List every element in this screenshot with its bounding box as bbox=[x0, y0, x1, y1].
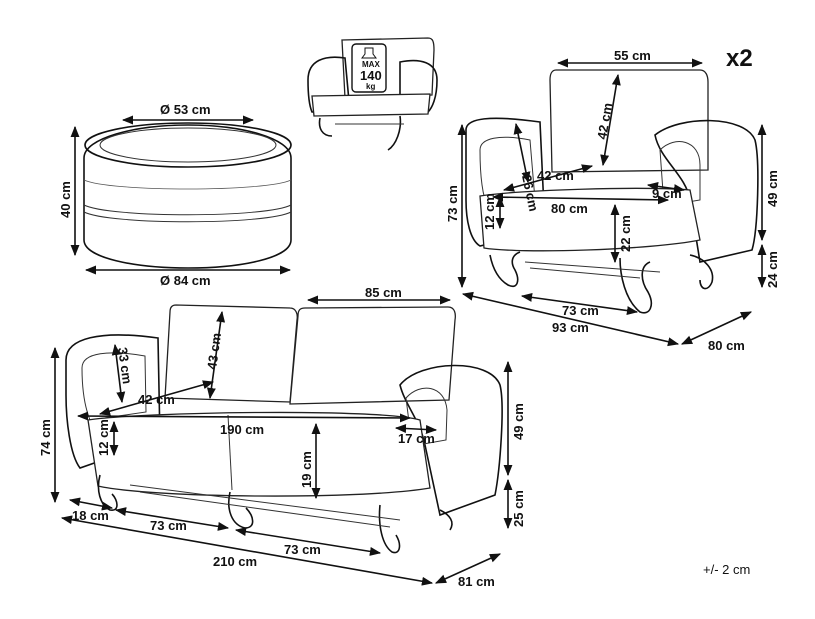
sofa-seat-width-line bbox=[76, 411, 412, 423]
armchair-total-width-line bbox=[461, 291, 680, 347]
sofa-arm-width-line bbox=[394, 424, 438, 434]
sofa-total-width-label: 210 cm bbox=[213, 554, 257, 569]
max-load-line2: 140 bbox=[360, 68, 382, 83]
armchair-arm-height-line bbox=[513, 122, 531, 184]
sofa-back-height-label: 43 cm bbox=[204, 332, 224, 371]
weight-icon bbox=[351, 43, 387, 93]
sofa-depth-line bbox=[434, 553, 502, 584]
armchair-seat-width-label: 80 cm bbox=[551, 201, 588, 216]
ottoman-height-label: 40 cm bbox=[58, 181, 73, 218]
armchair-seat-depth-line bbox=[502, 164, 594, 192]
armchair-total-height-label: 73 cm bbox=[445, 185, 460, 222]
sofa-inner-width-left-label: 73 cm bbox=[150, 518, 187, 533]
armchair-total-width-label: 93 cm bbox=[552, 320, 589, 335]
armchair-depth-label: 80 cm bbox=[708, 338, 745, 353]
sofa-inner-width-right-label: 73 cm bbox=[284, 542, 321, 557]
max-load-line1: MAX bbox=[362, 60, 380, 69]
armchair-cushion-label: 12 cm bbox=[482, 193, 497, 230]
sofa-depth-label: 81 cm bbox=[458, 574, 495, 589]
max-load-line3: kg bbox=[366, 82, 375, 91]
sofa-drawing bbox=[65, 304, 503, 554]
sofa-cushion-label: 12 cm bbox=[96, 419, 111, 456]
sofa-back-width-label: 85 cm bbox=[365, 285, 402, 300]
sofa-armrest-height-label: 49 cm bbox=[511, 403, 526, 440]
sofa-seat-width-label: 190 cm bbox=[220, 422, 264, 437]
ottoman-bottom-diameter-label: Ø 84 cm bbox=[160, 273, 211, 288]
sofa-seat-depth-line bbox=[98, 380, 215, 416]
armchair-depth-line bbox=[680, 311, 753, 345]
sofa-seat-height-label: 19 cm bbox=[299, 451, 314, 488]
sofa-leg-height-label: 25 cm bbox=[511, 490, 526, 527]
armchair-seat-width-line bbox=[491, 192, 670, 205]
sofa-total-height-label: 74 cm bbox=[38, 419, 53, 456]
sofa-side-offset-line bbox=[68, 497, 114, 511]
armchair-leg-height-label: 24 cm bbox=[765, 251, 780, 288]
armchair-seat-depth-label: 42 cm bbox=[537, 168, 574, 183]
small-armchair-drawing bbox=[307, 37, 438, 151]
sofa-seat-depth-label: 42 cm bbox=[138, 392, 175, 407]
armchair-back-width-label: 55 cm bbox=[614, 48, 651, 63]
armchair-back-height-label: 42 cm bbox=[594, 102, 615, 141]
tolerance-note: +/- 2 cm bbox=[703, 562, 750, 577]
ottoman-drawing bbox=[83, 122, 292, 269]
sofa-arm-height-label: 33 cm bbox=[115, 346, 135, 385]
armchair-armrest-height-label: 49 cm bbox=[765, 170, 780, 207]
armchair-seat-height-label: 22 cm bbox=[618, 215, 633, 252]
sofa-total-width-line bbox=[60, 515, 434, 586]
quantity-badge: x2 bbox=[726, 45, 753, 72]
armchair-back-height-line bbox=[600, 73, 621, 167]
armchair-inner-width-label: 73 cm bbox=[562, 303, 599, 318]
sofa-arm-width-label: 17 cm bbox=[398, 431, 435, 446]
armchair-arm-width-line bbox=[646, 181, 686, 194]
ottoman-top-diameter-label: Ø 53 cm bbox=[160, 102, 211, 117]
armchair-arm-width-label: 9 cm bbox=[652, 186, 682, 201]
